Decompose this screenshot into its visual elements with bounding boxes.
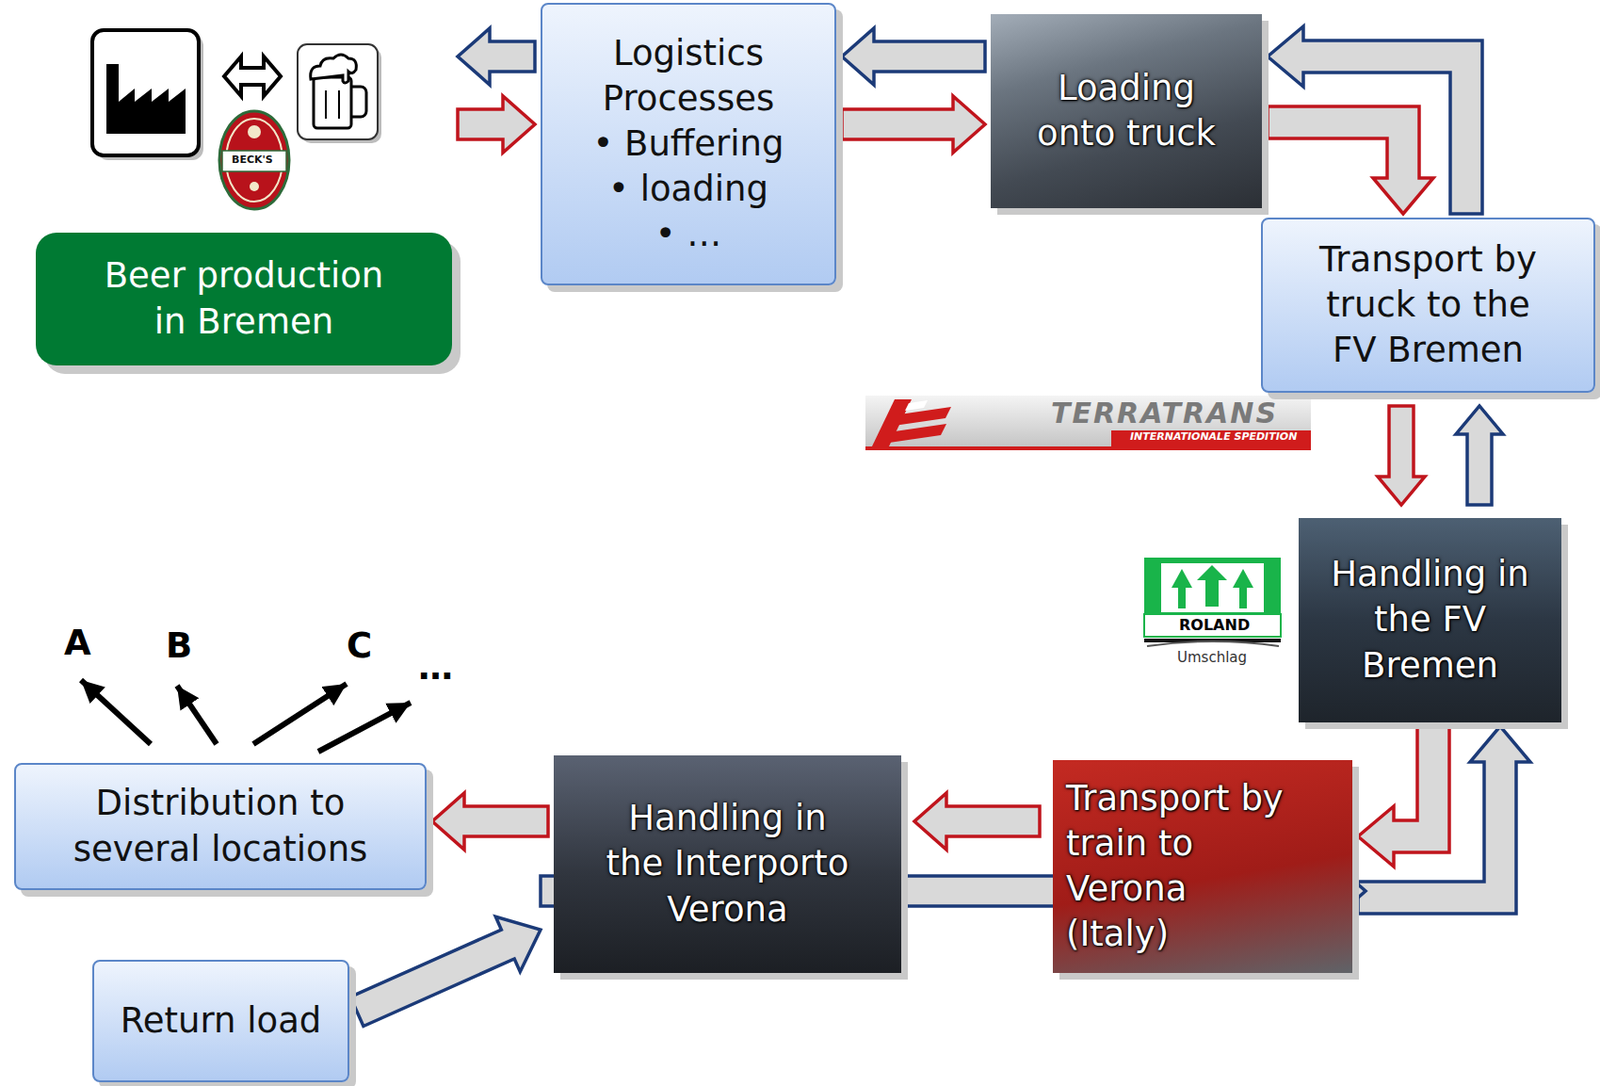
- company-name: TERRATRANS: [1050, 397, 1278, 431]
- block-arrow: [1267, 26, 1483, 214]
- photo-box: Loading onto truck: [990, 14, 1262, 209]
- node-text: • loading: [608, 166, 769, 212]
- photo-box: Handling in the FV Bremen: [1298, 517, 1562, 723]
- brand-name: BECK'S: [231, 154, 274, 167]
- label-pill: Beer production in Bremen: [35, 232, 453, 366]
- distribution-arrows: [80, 679, 411, 752]
- node-text: • …: [655, 211, 723, 258]
- node-text: Beer production in Bremen: [93, 253, 395, 344]
- company-tagline: INTERNATIONALE SPEDITION: [1130, 431, 1297, 444]
- block-arrow: [914, 792, 1040, 850]
- block-arrow: [841, 28, 986, 85]
- node-text: Distribution to several locations: [60, 780, 381, 872]
- location-letter: B: [165, 626, 193, 667]
- company-tagline: Umschlag: [1177, 649, 1247, 666]
- process-box: Return load: [92, 959, 350, 1083]
- location-letter: A: [64, 623, 92, 664]
- photo-box: Handling in the Interporto Verona: [553, 755, 902, 973]
- node-text: Loading onto truck: [1022, 65, 1230, 157]
- block-arrow: [1455, 405, 1504, 505]
- block-arrow: [1357, 726, 1531, 914]
- factory-icon: [92, 30, 204, 161]
- block-arrow: [350, 916, 541, 1026]
- node-text: Transport by train to Verona (Italy): [1066, 775, 1297, 957]
- location-ellipsis: …: [418, 647, 453, 689]
- becks-logo: [219, 111, 290, 210]
- roland-logo: [1144, 557, 1281, 647]
- photo-box: Transport by train to Verona (Italy): [1052, 759, 1353, 973]
- company-name: ROLAND: [1177, 616, 1252, 634]
- node-text: Transport by truck to the FV Bremen: [1306, 237, 1552, 373]
- location-letter: C: [346, 626, 372, 667]
- node-text: Logistics Processes: [555, 31, 822, 122]
- node-text: Handling in the FV Bremen: [1317, 551, 1544, 688]
- block-arrow: [1267, 106, 1434, 214]
- block-arrow: [841, 96, 986, 153]
- process-box: Logistics Processes• Buffering• loading•…: [540, 2, 837, 286]
- beer-icon: [297, 44, 382, 144]
- block-arrow: [1377, 405, 1425, 505]
- node-text: • Buffering: [592, 121, 784, 167]
- terratrans-logo: [865, 395, 1311, 451]
- block-arrow: [457, 96, 535, 153]
- node-text: Return load: [120, 998, 323, 1044]
- process-box: Transport by truck to the FV Bremen: [1260, 217, 1596, 393]
- process-box: Distribution to several locations: [14, 762, 427, 890]
- block-arrow: [432, 792, 549, 850]
- node-text: Handling in the Interporto Verona: [597, 795, 857, 932]
- block-arrow: [457, 28, 535, 85]
- production-site: Beer production in Bremen: [35, 18, 453, 366]
- block-arrow: [1357, 726, 1450, 867]
- exchange-icon: [224, 56, 281, 97]
